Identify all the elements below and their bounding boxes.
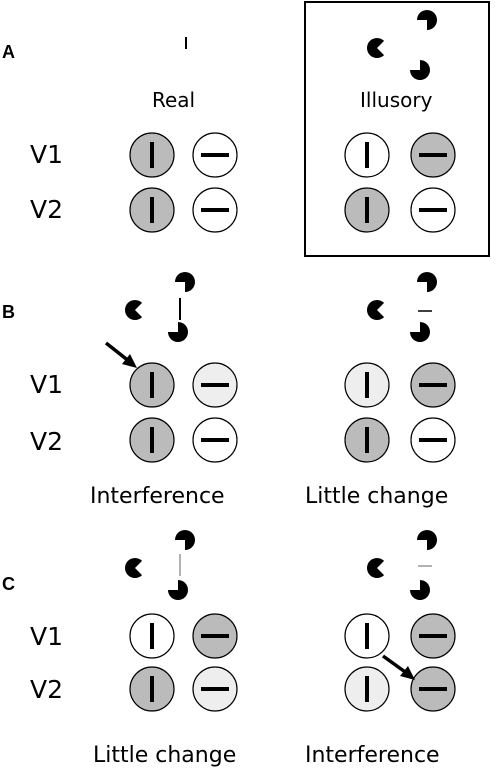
response-circles — [129, 132, 456, 712]
pacman-inducer-icon — [366, 300, 385, 320]
row-label-a-v1: V1 — [30, 140, 63, 169]
pacman-inducer-icon — [124, 558, 143, 578]
pacman-inducer-icon — [168, 580, 188, 600]
pacman-inducer-icon — [417, 10, 437, 30]
pacman-inducer-icon — [124, 300, 143, 320]
pacman-inducer-icon — [417, 530, 437, 550]
pacman-inducer-icon — [410, 580, 430, 600]
caption-b-real: Interference — [90, 484, 225, 509]
panel-label-c: C — [2, 574, 15, 594]
illusory-column-box — [304, 1, 490, 257]
pacman-inducer-icon — [410, 60, 430, 80]
pacman-inducer-icon — [168, 322, 188, 342]
arrow-icon — [104, 341, 137, 368]
pacman-inducer-icon — [366, 38, 385, 58]
col-label-real: Real — [152, 88, 195, 112]
panel-label-a: A — [2, 42, 15, 62]
pacman-inducer-icon — [410, 322, 430, 342]
caption-c-illusory: Interference — [305, 743, 440, 768]
row-label-c-v2: V2 — [30, 675, 63, 704]
col-label-illusory: Illusory — [360, 88, 433, 112]
row-label-c-v1: V1 — [30, 622, 63, 651]
stimulus-c-real — [124, 530, 195, 600]
row-label-a-v2: V2 — [30, 195, 63, 224]
caption-c-real: Little change — [93, 743, 236, 768]
pacman-inducer-icon — [366, 558, 385, 578]
pacman-inducer-icon — [175, 530, 195, 550]
stimulus-b-real — [124, 272, 195, 342]
arrow-icon — [381, 654, 415, 680]
stimulus-b-illusory — [366, 272, 437, 342]
row-label-b-v2: V2 — [30, 427, 63, 456]
stimulus-c-illusory — [366, 530, 437, 600]
stimulus-a-illusory — [366, 10, 437, 80]
panel-label-b: B — [2, 302, 15, 322]
pacman-inducer-icon — [417, 272, 437, 292]
row-label-b-v1: V1 — [30, 370, 63, 399]
caption-b-illusory: Little change — [305, 484, 448, 509]
pacman-inducer-icon — [175, 272, 195, 292]
